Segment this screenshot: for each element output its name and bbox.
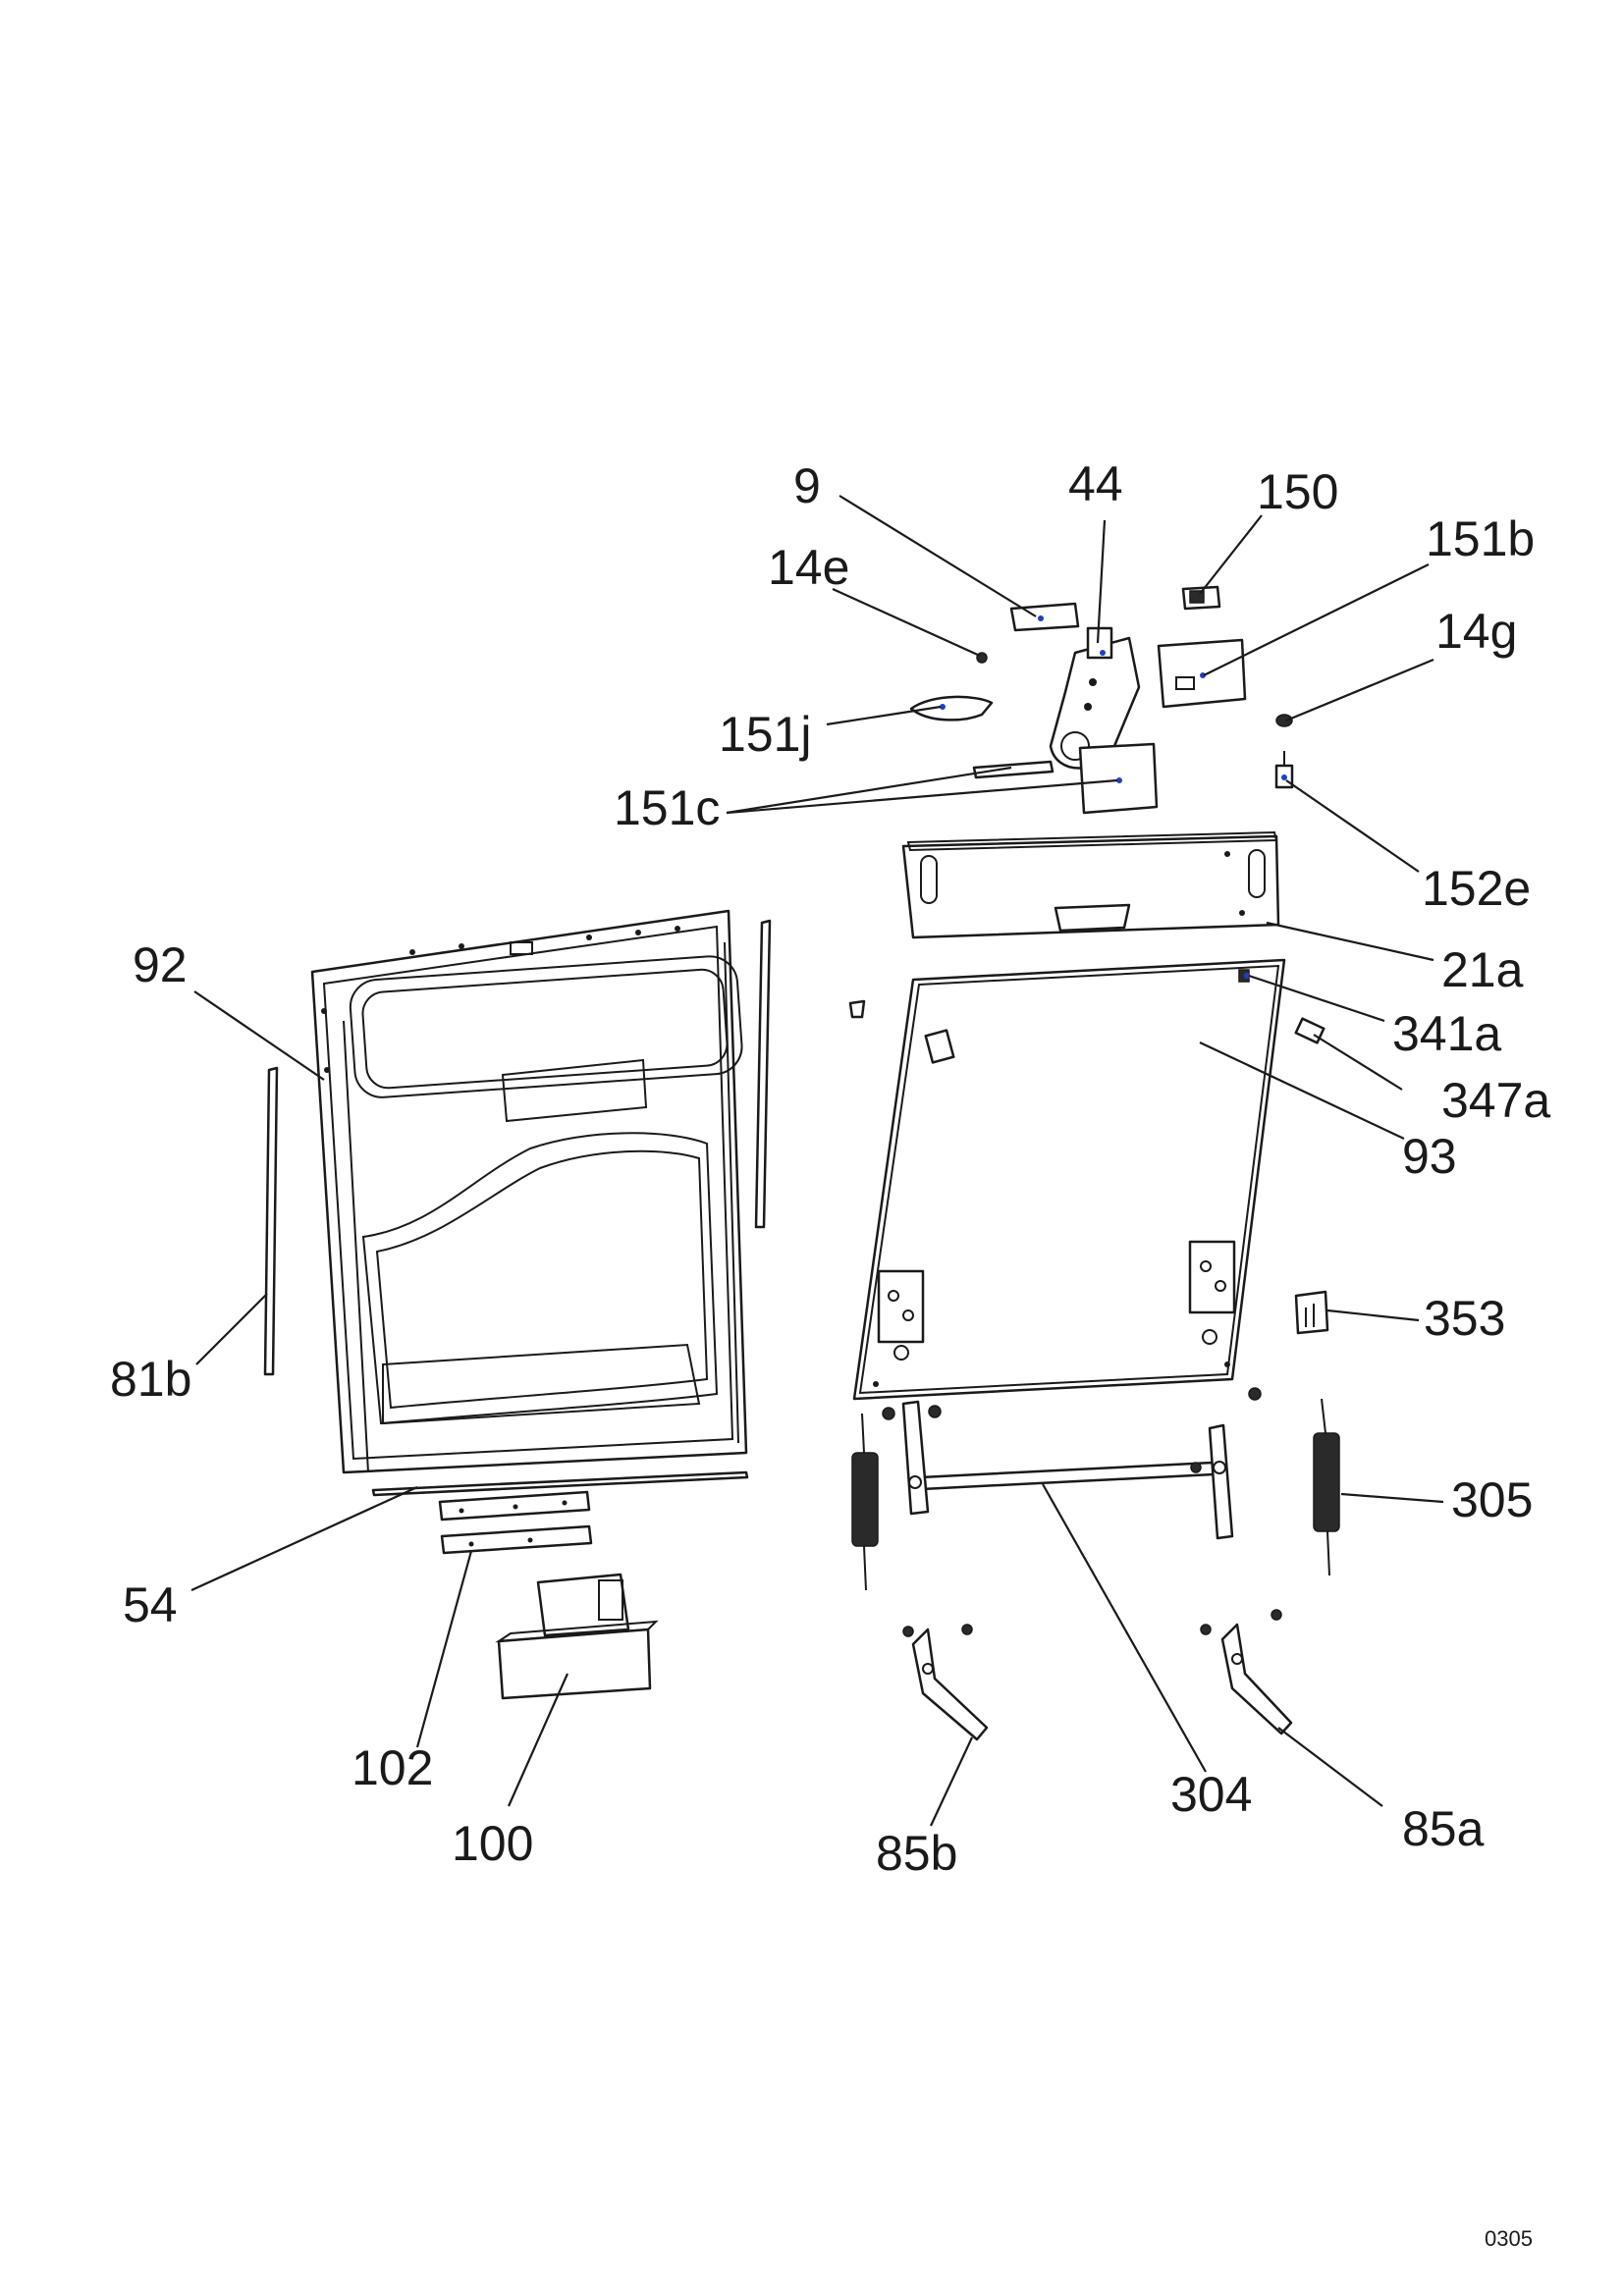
label-102: 102 xyxy=(352,1740,433,1795)
label-85a: 85a xyxy=(1402,1801,1485,1856)
part-9 xyxy=(1009,602,1080,632)
springs-305 xyxy=(851,1398,1340,1591)
label-54: 54 xyxy=(123,1577,178,1632)
part-14g xyxy=(1275,714,1293,727)
label-100: 100 xyxy=(452,1816,533,1871)
label-151j: 151j xyxy=(719,707,812,762)
label-85b: 85b xyxy=(876,1826,957,1881)
label-92: 92 xyxy=(133,937,188,992)
label-21a: 21a xyxy=(1441,942,1524,997)
label-150: 150 xyxy=(1257,464,1338,519)
small-fastener xyxy=(848,999,1262,1420)
label-305: 305 xyxy=(1451,1472,1533,1527)
part-151b xyxy=(1157,638,1247,709)
label-14g: 14g xyxy=(1435,604,1517,659)
part-151j xyxy=(909,695,994,721)
hinge-85b xyxy=(902,1624,989,1741)
drawing-code: 0305 xyxy=(1485,2226,1533,2251)
part-150 xyxy=(1181,585,1221,611)
label-341a: 341a xyxy=(1392,1006,1501,1061)
part-labels: 9 44 150 151b 14e 14g 151j 151c 152e 21a… xyxy=(110,456,1550,1881)
outer-door-panel-92 xyxy=(310,909,748,1474)
label-304: 304 xyxy=(1170,1767,1252,1822)
hinge-bar-304 xyxy=(901,1400,1234,1540)
part-353 xyxy=(1294,1290,1329,1335)
bottom-strip-54 xyxy=(371,1470,749,1497)
label-9: 9 xyxy=(793,458,821,513)
side-seal-strips-81b xyxy=(263,919,772,1376)
label-14e: 14e xyxy=(768,540,849,595)
label-44: 44 xyxy=(1068,456,1123,511)
handle-100 xyxy=(495,1573,659,1700)
label-151b: 151b xyxy=(1426,511,1535,566)
leader-lines xyxy=(190,495,1444,1827)
label-93: 93 xyxy=(1402,1129,1457,1184)
label-353: 353 xyxy=(1424,1291,1505,1346)
control-panel-21a xyxy=(901,830,1280,939)
brackets-102 xyxy=(438,1490,593,1555)
part-341a xyxy=(1238,969,1250,983)
label-151c: 151c xyxy=(614,780,720,835)
hinge-85a xyxy=(1200,1609,1293,1735)
label-81b: 81b xyxy=(110,1352,191,1407)
inner-door-panel-93 xyxy=(852,958,1286,1401)
label-347a: 347a xyxy=(1441,1073,1550,1128)
label-152e: 152e xyxy=(1422,861,1531,916)
